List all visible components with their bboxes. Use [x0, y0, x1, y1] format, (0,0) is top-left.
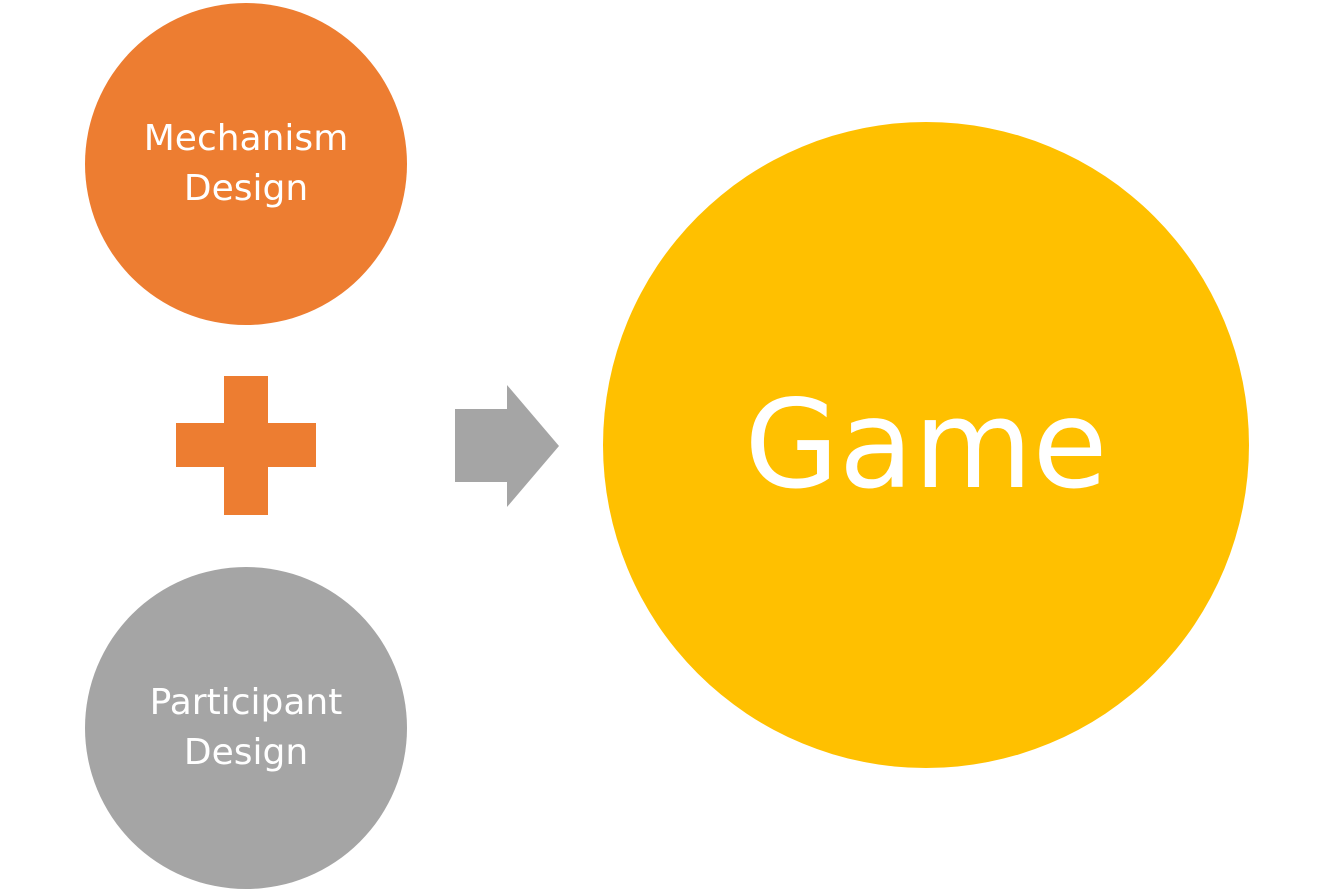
arrow-shape [455, 385, 559, 507]
participant-design-label-line2: Design [183, 732, 309, 773]
mechanism-design-label: Mechanism Design [144, 114, 349, 214]
plus-shape [176, 376, 316, 515]
participant-design-label-line1: Participant [149, 682, 343, 723]
game-label: Game [744, 374, 1108, 516]
right-arrow-icon [455, 385, 559, 507]
plus-icon [176, 376, 316, 515]
participant-design-label: Participant Design [150, 678, 343, 778]
mechanism-design-label-line1: Mechanism [143, 118, 349, 159]
game-node: Game [603, 122, 1249, 768]
mechanism-design-node: Mechanism Design [85, 3, 407, 325]
participant-design-node: Participant Design [85, 567, 407, 889]
mechanism-design-label-line2: Design [183, 168, 309, 209]
